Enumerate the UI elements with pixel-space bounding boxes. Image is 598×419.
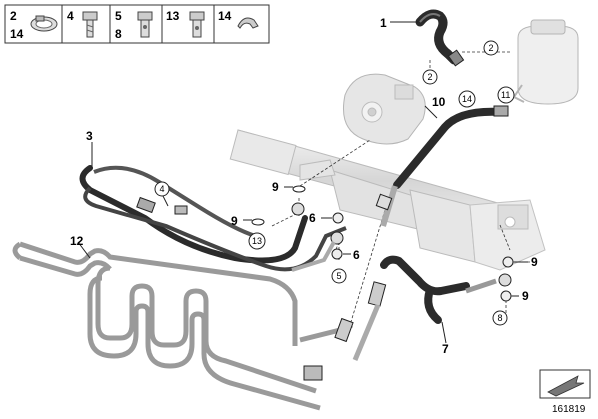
legend-label-8: 8 xyxy=(115,27,122,41)
suction-hose xyxy=(415,9,465,67)
callout-4: 4 xyxy=(160,184,165,194)
parts-legend: 2 14 4 5 8 13 14 xyxy=(4,4,270,44)
orientation-arrow-icon xyxy=(539,369,591,399)
callout-6a: 6 xyxy=(309,211,316,225)
callout-bubble-13 xyxy=(248,232,266,250)
legend-label-5: 5 xyxy=(115,9,122,23)
callout-bubble-14 xyxy=(458,90,476,108)
leader-lines xyxy=(77,21,528,344)
callout-14: 14 xyxy=(462,94,472,104)
callout-13: 13 xyxy=(252,236,262,246)
callout-10: 10 xyxy=(432,95,446,109)
callout-11: 11 xyxy=(501,90,510,100)
callout-9d: 9 xyxy=(522,289,529,303)
callout-8: 8 xyxy=(498,313,503,323)
callouts: 1 2 2 3 4 5 6 6 7 8 9 9 9 9 10 11 12 13 … xyxy=(70,16,538,356)
legend-label-2: 2 xyxy=(10,9,17,23)
callout-bubble-8 xyxy=(492,310,508,326)
callout-bubble-2a xyxy=(483,40,499,56)
callout-3: 3 xyxy=(86,129,93,143)
callout-2a: 2 xyxy=(489,43,494,53)
callout-bubble-4 xyxy=(154,181,170,197)
callout-9a: 9 xyxy=(272,180,279,194)
callout-2b: 2 xyxy=(428,72,433,82)
clip-clamp-icon xyxy=(237,17,259,29)
legend-label-14b: 14 xyxy=(218,9,232,23)
pressure-line xyxy=(352,255,512,361)
callout-bubble-2b xyxy=(422,69,438,85)
callout-7: 7 xyxy=(442,342,449,356)
callout-9b: 9 xyxy=(231,214,238,228)
legend-label-14: 14 xyxy=(10,27,24,41)
hollow-bolt-icon xyxy=(189,11,205,38)
legend-label-4: 4 xyxy=(67,9,74,23)
hose-clamp-icon xyxy=(30,15,58,32)
reservoir xyxy=(512,19,579,105)
callout-9c: 9 xyxy=(531,255,538,269)
callout-bubble-11 xyxy=(497,86,515,104)
diagram-id: 161819 xyxy=(552,404,586,415)
cooling-coil xyxy=(12,241,354,411)
callout-6b: 6 xyxy=(353,248,360,262)
banjo-bolt-icon xyxy=(137,11,153,38)
callout-5: 5 xyxy=(337,271,342,281)
fittings xyxy=(251,185,514,302)
hose-assembly-3 xyxy=(79,165,347,272)
callout-bubble-5 xyxy=(331,268,347,284)
callout-1: 1 xyxy=(380,16,387,30)
power-steering-pump xyxy=(343,73,426,145)
return-hose xyxy=(375,105,509,227)
callout-12: 12 xyxy=(70,234,84,248)
legend-label-13: 13 xyxy=(166,9,180,23)
hex-bolt-icon xyxy=(82,11,98,38)
